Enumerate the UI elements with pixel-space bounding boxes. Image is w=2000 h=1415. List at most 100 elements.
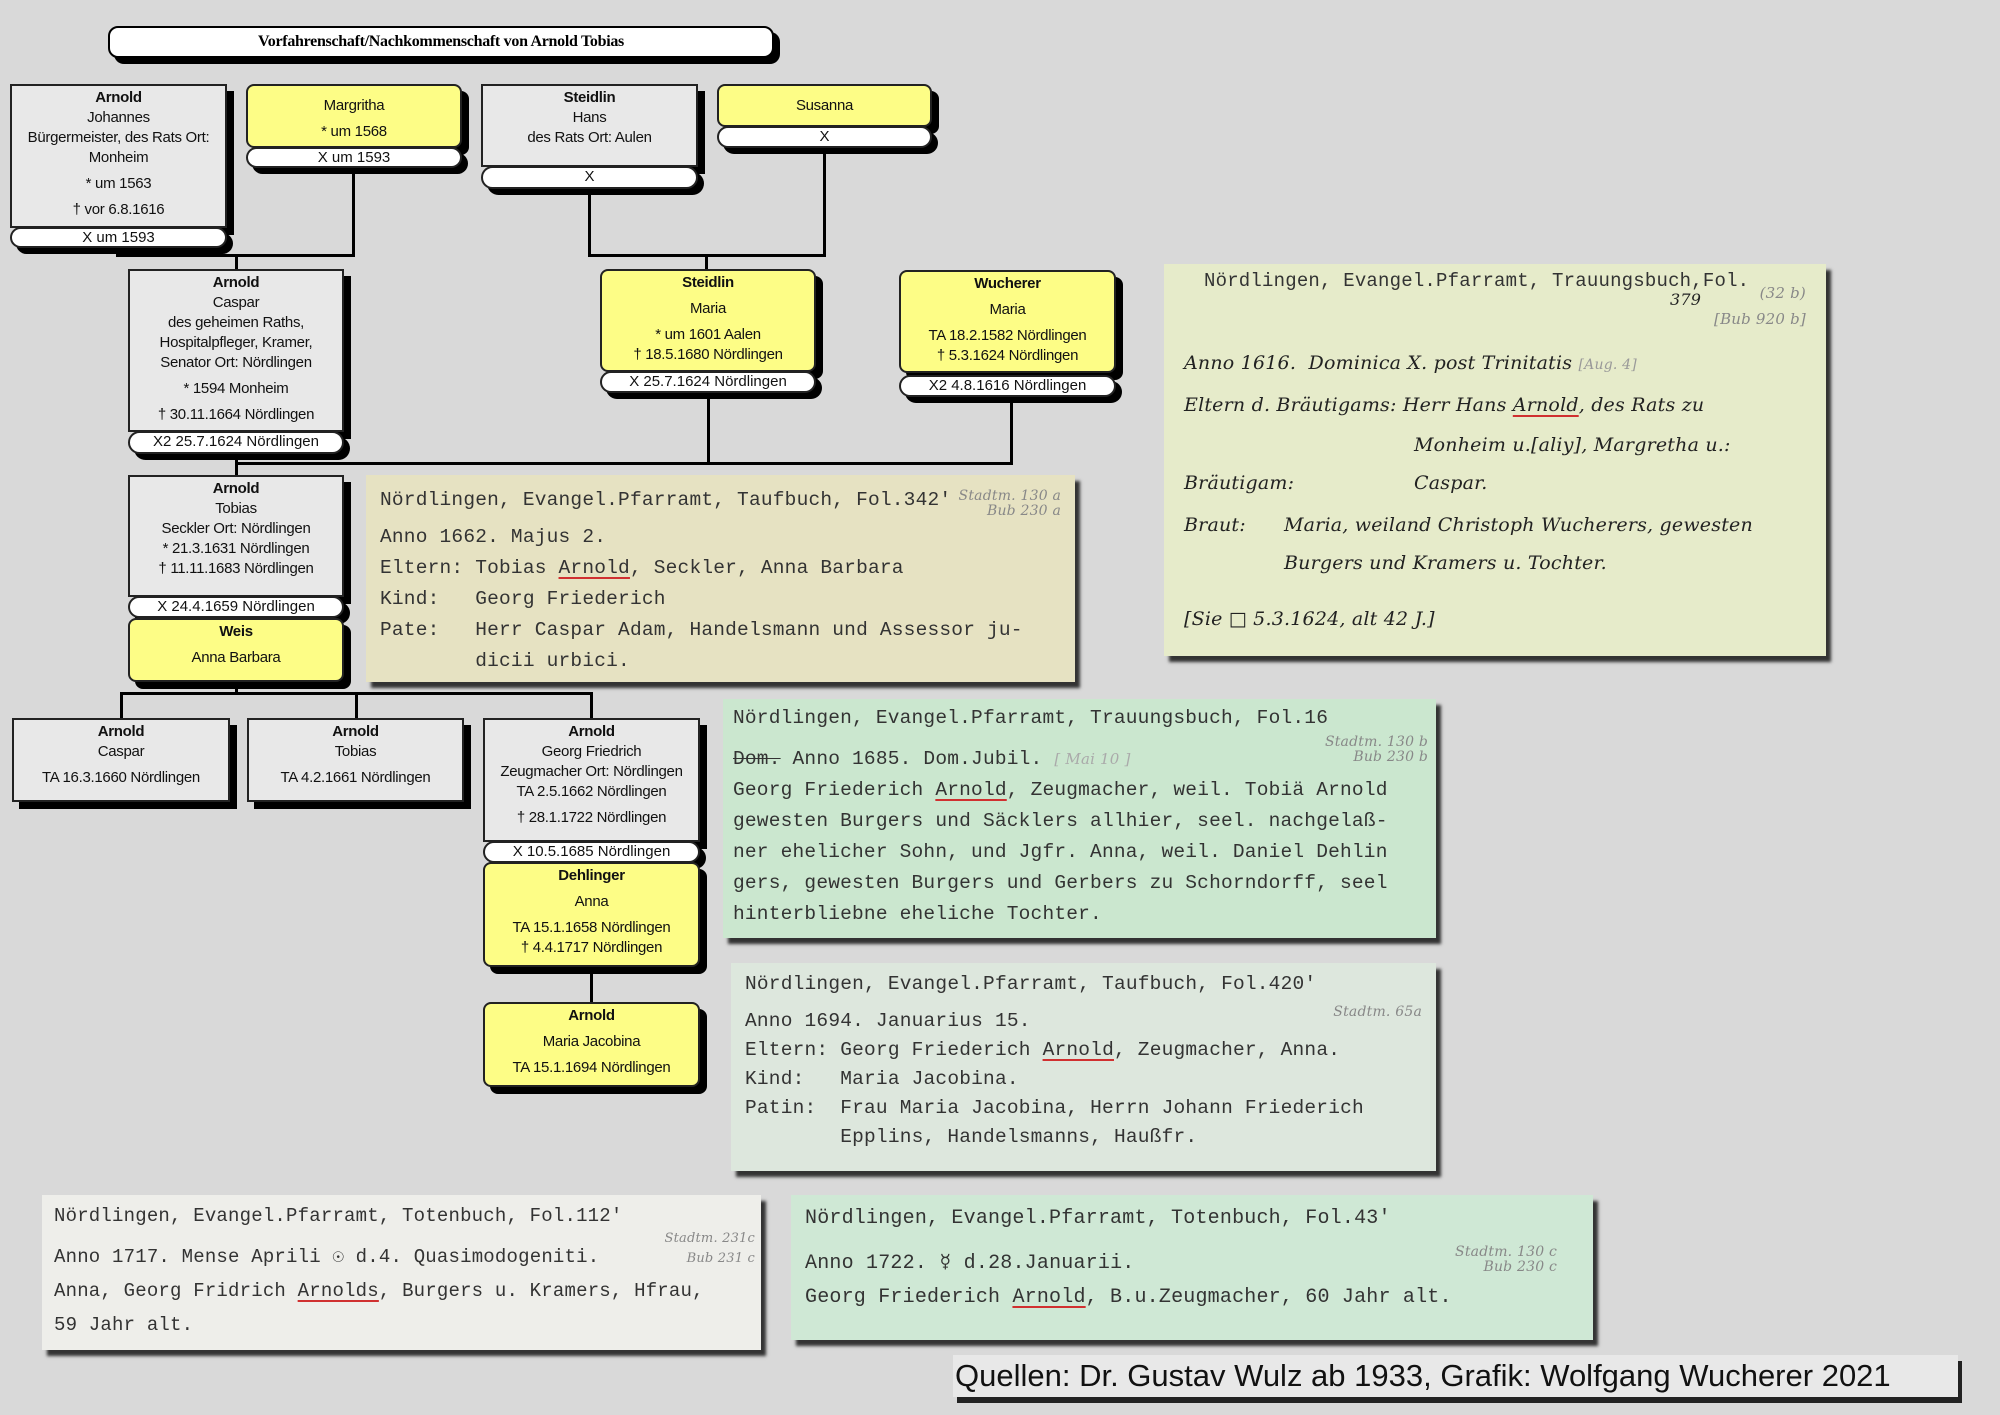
- connector-line: [235, 254, 238, 270]
- text: Anno 1616. Dominica X. post Trinitatis: [1184, 352, 1573, 374]
- person-box-child-caspar[interactable]: Arnold Caspar TA 16.3.1660 Nördlingen: [12, 718, 230, 802]
- given-name: Anna: [574, 893, 609, 910]
- person-box-arnold-johannes[interactable]: Arnold Johannes Bürgermeister, des Rats …: [10, 84, 227, 228]
- person-box-weis-anna-barbara[interactable]: Weis Anna Barbara: [128, 618, 344, 682]
- text: Eltern: Tobias: [380, 557, 559, 579]
- death: † 4.4.1717 Nördlingen: [520, 939, 663, 956]
- occupation: Zeugmacher Ort: Nördlingen: [500, 763, 683, 780]
- note-line: Stadtm. 231c: [664, 1231, 755, 1246]
- person-box-arnold-tobias[interactable]: Arnold Tobias Seckler Ort: Nördlingen * …: [128, 475, 344, 597]
- person-box-arnold-maria-jacobina[interactable]: Arnold Maria Jacobina TA 15.1.1694 Nördl…: [483, 1002, 700, 1087]
- note-line: Bub 231 c: [686, 1251, 755, 1266]
- surname: Steidlin: [563, 89, 616, 106]
- person-box-steidlin-hans[interactable]: Steidlin Hans des Rats Ort: Aulen: [481, 84, 698, 167]
- note-line: Bub 230 c: [1483, 1259, 1557, 1275]
- surname: Dehlinger: [558, 867, 625, 884]
- card-line: Georg Friederich Arnold, Zeugmacher, wei…: [733, 775, 1426, 806]
- person-box-wucherer-maria[interactable]: Wucherer Maria TA 18.2.1582 Nördlingen †…: [899, 270, 1116, 373]
- connector-line: [590, 692, 593, 719]
- note-line: [Bub 920 b]: [1714, 310, 1806, 328]
- connector-line: [235, 454, 238, 476]
- underlined-name: Arnolds: [297, 1280, 379, 1302]
- given-name: Anna Barbara: [191, 649, 281, 666]
- record-card-taufbuch-342: Nördlingen, Evangel.Pfarramt, Taufbuch, …: [366, 475, 1075, 682]
- surname: Arnold: [332, 723, 379, 740]
- given-name: Maria: [989, 301, 1026, 318]
- person-box-steidlin-maria[interactable]: Steidlin Maria * um 1601 Aalen † 18.5.16…: [600, 269, 816, 372]
- text: , Seckler, Anna Barbara: [629, 557, 904, 579]
- card-line: Eltern: Georg Friederich Arnold, Zeugmac…: [745, 1035, 1422, 1064]
- baptism: TA 2.5.1662 Nördlingen: [516, 783, 667, 800]
- given-name: Caspar: [212, 294, 260, 311]
- connector-line: [588, 189, 591, 257]
- card-line: 59 Jahr alt.: [54, 1314, 194, 1336]
- birth: * 1594 Monheim: [183, 380, 289, 397]
- card-line: Caspar.: [1414, 472, 1488, 494]
- card-header: Nördlingen, Evangel.Pfarramt, Totenbuch,…: [54, 1205, 623, 1227]
- surname: Arnold: [568, 1007, 615, 1024]
- person-box-child-tobias[interactable]: Arnold Tobias TA 4.2.1661 Nördlingen: [247, 718, 464, 802]
- surname: Arnold: [212, 480, 260, 497]
- connector-line: [235, 462, 1013, 465]
- connector-line: [120, 692, 123, 719]
- note-line: Stadtm. 130 c: [1455, 1244, 1557, 1260]
- struck-text: Dom.: [733, 748, 781, 770]
- person-box-margritha[interactable]: Margritha * um 1568: [246, 84, 462, 148]
- surname: Arnold: [212, 274, 260, 291]
- baptism: TA 15.1.1658 Nördlingen: [512, 919, 671, 936]
- card-header: Nördlingen, Evangel.Pfarramt, Trauungsbu…: [1204, 270, 1750, 292]
- given-name: Margritha: [323, 97, 385, 114]
- person-box-arnold-caspar[interactable]: Arnold Caspar des geheimen Raths, Hospit…: [128, 269, 344, 432]
- source-credits: Quellen: Dr. Gustav Wulz ab 1933, Grafik…: [953, 1355, 1958, 1397]
- person-box-arnold-georg-friedrich[interactable]: Arnold Georg Friedrich Zeugmacher Ort: N…: [483, 718, 700, 842]
- card-line: Dom. Anno 1685. Dom.Jubil. [ Mai 10 ]: [733, 744, 1426, 775]
- occupation: Senator Ort: Nördlingen: [160, 354, 312, 371]
- card-line: Pate: Herr Caspar Adam, Handelsmann und …: [380, 619, 1023, 641]
- person-box-susanna[interactable]: Susanna: [717, 84, 932, 127]
- card-line: ner ehelicher Sohn, und Jgfr. Anna, weil…: [733, 841, 1388, 863]
- note: [ Mai 10 ]: [1054, 750, 1131, 768]
- given-name: Susanna: [795, 97, 854, 114]
- occupation: Bürgermeister, des Rats Ort:: [27, 129, 210, 146]
- person-box-dehlinger-anna[interactable]: Dehlinger Anna TA 15.1.1658 Nördlingen †…: [483, 862, 700, 967]
- card-line: Eltern: Tobias Arnold, Seckler, Anna Bar…: [380, 553, 1061, 584]
- card-line: Kind: Georg Friederich: [380, 588, 666, 610]
- connector-line: [235, 682, 238, 694]
- card-line: Anno 1662. Majus 2.: [380, 526, 607, 548]
- marriage-pill: X: [481, 166, 698, 189]
- occupation: des Rats Ort: Aulen: [527, 129, 652, 146]
- connector-line: [707, 393, 710, 464]
- note-line: Stadtm. 130 a: [958, 488, 1061, 504]
- connector-line: [823, 148, 826, 257]
- given-name: Maria Jacobina: [542, 1033, 641, 1050]
- record-card-totenbuch-43: Nördlingen, Evangel.Pfarramt, Totenbuch,…: [791, 1195, 1593, 1340]
- text: , Zeugmacher, Anna.: [1113, 1039, 1341, 1061]
- baptism: TA 16.3.1660 Nördlingen: [42, 769, 200, 786]
- occupation: Seckler Ort: Nördlingen: [161, 520, 311, 537]
- text: , Burgers u. Kramers, Hfrau,: [378, 1280, 704, 1302]
- marriage-pill: X2 4.8.1616 Nördlingen: [899, 375, 1116, 397]
- record-card-trauungsbuch-16: Nördlingen, Evangel.Pfarramt, Trauungsbu…: [723, 699, 1436, 938]
- marriage-pill: X 25.7.1624 Nördlingen: [600, 371, 816, 393]
- baptism: TA 18.2.1582 Nördlingen: [928, 327, 1087, 344]
- folio-number: 379: [1670, 290, 1702, 309]
- given-name: Tobias: [215, 500, 257, 517]
- birth: * um 1563: [85, 175, 152, 192]
- note-line: Bub 230 b: [1353, 749, 1428, 765]
- connector-line: [352, 168, 355, 257]
- death: † vor 6.8.1616: [72, 201, 165, 218]
- card-line: gers, gewesten Burgers und Gerbers zu Sc…: [733, 872, 1388, 894]
- text: Anna, Georg Fridrich: [54, 1280, 298, 1302]
- card-line: Eltern d. Bräutigams: Herr Hans Arnold, …: [1184, 394, 1704, 416]
- connector-line: [355, 692, 358, 719]
- connector-line: [116, 248, 119, 257]
- card-line: gewesten Burgers und Säcklers allhier, s…: [733, 810, 1388, 832]
- surname: Arnold: [568, 723, 615, 740]
- death: † 11.11.1683 Nördlingen: [158, 560, 314, 577]
- card-header: Nördlingen, Evangel.Pfarramt, Totenbuch,…: [805, 1207, 1391, 1230]
- card-line: Monheim u.[aliy], Margretha u.:: [1414, 434, 1731, 456]
- card-line: Patin: Frau Maria Jacobina, Herrn Johann…: [745, 1097, 1364, 1119]
- birth: * um 1601 Aalen: [655, 326, 761, 343]
- surname: Arnold: [97, 723, 145, 740]
